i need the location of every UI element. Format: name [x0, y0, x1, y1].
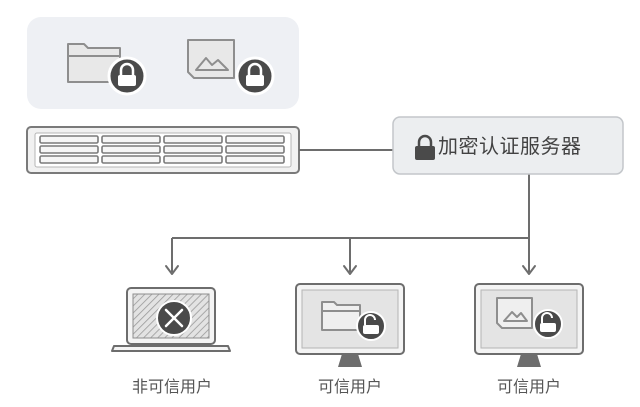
auth-server-box [392, 116, 624, 175]
unlock-icon [533, 309, 563, 339]
image-file-icon [496, 297, 533, 329]
image-file-icon [187, 39, 235, 79]
unlock-icon [356, 311, 386, 341]
client-label-untrusted: 非可信用户 [131, 377, 212, 396]
auth-server-label: 加密认证服务器 [438, 134, 582, 158]
client-label-trusted-2: 可信用户 [496, 377, 561, 396]
arrowheads [165, 265, 536, 275]
folder-icon [67, 43, 121, 83]
rack-server [26, 126, 300, 174]
lock-icon [415, 134, 435, 160]
lock-icon [235, 56, 275, 96]
denied-icon [156, 300, 192, 336]
lock-icon [107, 56, 147, 96]
folder-icon [321, 301, 361, 331]
connector-lines [171, 149, 530, 272]
client-label-trusted-1: 可信用户 [317, 377, 382, 396]
